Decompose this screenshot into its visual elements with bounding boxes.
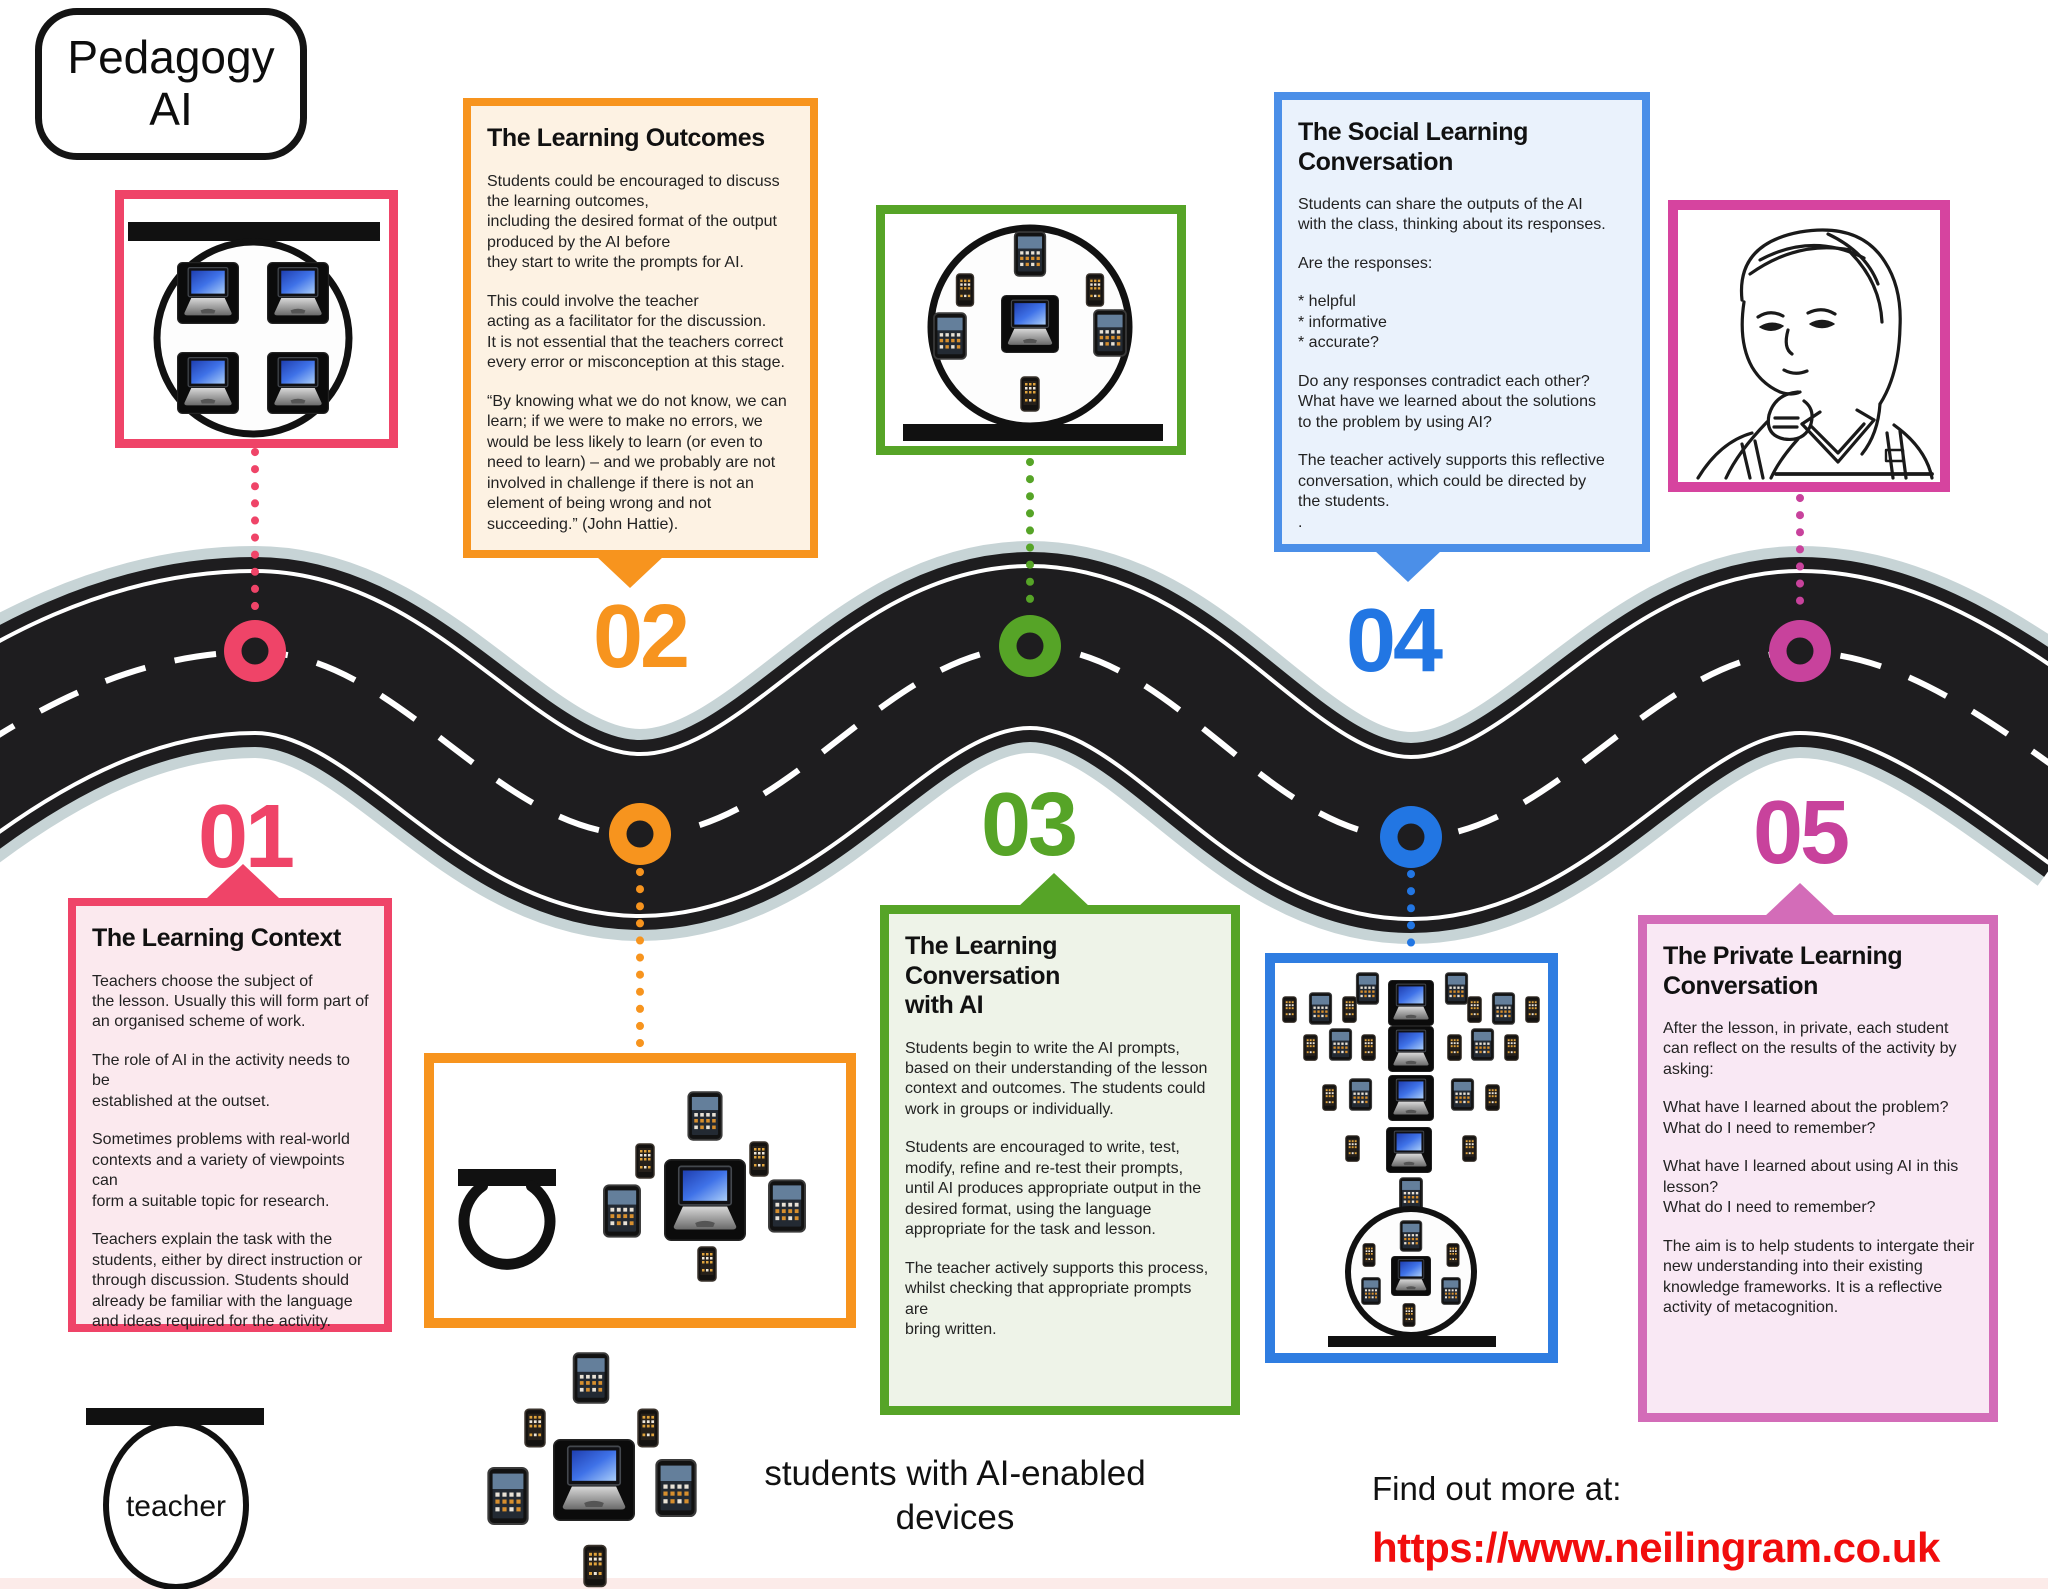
stop-paragraph: “By knowing what we do not know, we can … — [487, 392, 787, 533]
road-stop-marker-01 — [224, 620, 286, 682]
pointer-triangle-04 — [1374, 550, 1442, 582]
stop-title-04: The Social Learning Conversation — [1298, 118, 1528, 176]
stop-paragraph: The role of AI in the activity needs to … — [92, 1051, 350, 1110]
stop-paragraph: Teachers choose the subject of the lesso… — [92, 972, 369, 1031]
image-box-classroom-network — [115, 190, 398, 448]
stop-paragraph: What have I learned about the problem? W… — [1663, 1099, 1949, 1137]
stop-paragraph: Sometimes problems with real-world conte… — [92, 1131, 350, 1210]
student-devices-icon — [487, 1352, 697, 1588]
step-number-01: 01 — [197, 787, 295, 887]
image-box-thinking-student — [1668, 200, 1950, 492]
website-url-link[interactable]: https://www.neilingram.co.uk — [1372, 1524, 1940, 1571]
logo-badge: Pedagogy AI — [35, 8, 307, 160]
logo-line1: Pedagogy — [67, 31, 275, 84]
teacher-label: teacher — [125, 1490, 227, 1523]
stop-paragraph: Students begin to write the AI prompts, … — [905, 1039, 1208, 1118]
stop-paragraph: Are the responses: — [1298, 254, 1433, 272]
image-box-class-sharing — [1265, 953, 1558, 1363]
stop-paragraph: What have I learned about using AI in th… — [1663, 1158, 1959, 1217]
pointer-triangle-03 — [1018, 873, 1090, 907]
step-number-05: 05 — [1752, 783, 1850, 883]
stop-title-02: The Learning Outcomes — [487, 124, 765, 152]
stop-title-01: The Learning Context — [92, 924, 341, 952]
stop-card-01-learning-context: The Learning Context Teachers choose the… — [68, 898, 392, 1332]
pointer-triangle-05 — [1764, 883, 1836, 917]
stop-card-03-learning-conversation: The Learning Conversation with AI Studen… — [880, 905, 1240, 1415]
stop-card-04-social-learning: The Social Learning Conversation Student… — [1274, 92, 1650, 552]
stop-paragraph: After the lesson, in private, each stude… — [1663, 1020, 1957, 1078]
pointer-triangle-02 — [596, 556, 664, 588]
stop-paragraph: This could involve the teacher acting as… — [487, 292, 785, 372]
stop-card-02-learning-outcomes: The Learning Outcomes Students could be … — [463, 98, 818, 558]
stop-paragraph: Students are encouraged to write, test, … — [905, 1139, 1202, 1239]
students-caption: students with AI-enabled devices — [764, 1454, 1146, 1537]
road-stop-marker-04 — [1380, 806, 1442, 868]
stop-paragraph: Do any responses contradict each other? … — [1298, 372, 1596, 431]
find-out-more-label: Find out more at: — [1372, 1470, 1622, 1507]
logo-line2: AI — [149, 83, 193, 135]
image-box-teacher-and-devices — [424, 1053, 856, 1328]
stop-paragraph: Students can share the outputs of the AI… — [1298, 196, 1606, 234]
footer-strip — [0, 1578, 2048, 1589]
road-stop-marker-03 — [999, 615, 1061, 677]
stop-paragraph: Students could be encouraged to discuss … — [487, 172, 780, 272]
stop-paragraph: Teachers explain the task with the stude… — [92, 1231, 363, 1331]
stop-title-05: The Private Learning Conversation — [1663, 942, 1903, 1000]
stop-paragraph: The aim is to help students to intergate… — [1663, 1237, 1975, 1317]
road-stop-marker-02 — [609, 803, 671, 865]
stop-title-03: The Learning Conversation with AI — [905, 932, 1060, 1019]
road-stop-marker-05 — [1769, 620, 1831, 682]
image-box-group-devices — [876, 205, 1186, 455]
stop-card-05-private-learning: The Private Learning Conversation After … — [1638, 915, 1998, 1422]
stop-paragraph: The teacher actively supports this refle… — [1298, 452, 1605, 531]
stop-paragraph: The teacher actively supports this proce… — [905, 1259, 1209, 1339]
stop-paragraph: * helpful * informative * accurate? — [1298, 293, 1387, 352]
step-number-04: 04 — [1345, 591, 1443, 691]
step-number-02: 02 — [592, 587, 690, 687]
step-number-03: 03 — [980, 775, 1078, 875]
